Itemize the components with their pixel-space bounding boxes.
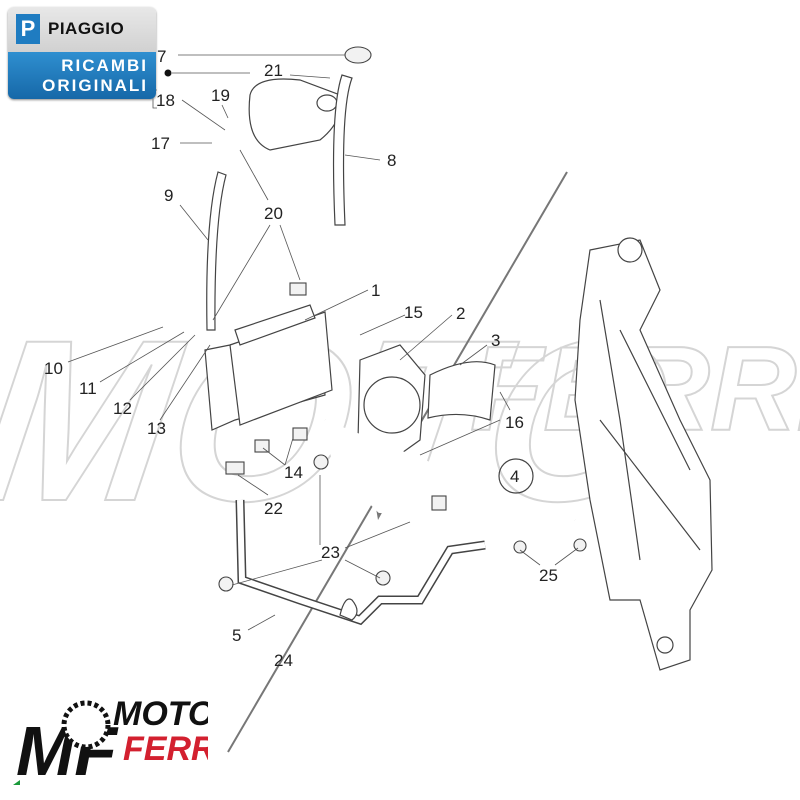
- item-4-ring: [498, 458, 534, 494]
- expansion-tank: [206, 46, 372, 331]
- callout-16: 16: [505, 413, 524, 432]
- callout-7: 7: [157, 47, 166, 66]
- leader-lines: [67, 54, 579, 631]
- piaggio-ricambi-originali-logo: P PIAGGIO RICAMBI ORIGINALI: [8, 7, 156, 99]
- callout-14: 14: [284, 463, 303, 482]
- moto-ferri-logo: MF MOTO FERRI: [13, 695, 208, 785]
- ricambi-text: RICAMBI: [61, 56, 148, 75]
- callout-5: 5: [232, 626, 241, 645]
- callout-25: 25: [539, 566, 558, 585]
- callout-10: 10: [44, 359, 63, 378]
- coolant-hoses: [218, 419, 587, 626]
- callout-17: 17: [151, 134, 170, 153]
- svg-text:MOTO: MOTO: [113, 695, 208, 733]
- callout-15: 15: [404, 303, 423, 322]
- callout-21: 21: [264, 61, 283, 80]
- callout-8: 8: [387, 151, 396, 170]
- callout-20: 20: [264, 204, 283, 223]
- callout-2: 2: [456, 304, 465, 323]
- callout-23: 23: [321, 543, 340, 562]
- callout-19: 19: [211, 86, 230, 105]
- callout-13: 13: [147, 419, 166, 438]
- callout-4: 4: [510, 467, 519, 486]
- scooter-frame: [574, 237, 713, 671]
- radiator: [204, 282, 333, 453]
- callout-11: 11: [79, 379, 97, 398]
- callout-labels: 7 21 18 19 17 8 9 20 1 15 2 3 10 11 12 1…: [44, 47, 558, 670]
- callout-3: 3: [491, 331, 500, 350]
- callout-18: 18: [156, 91, 175, 110]
- callout-22: 22: [264, 499, 283, 518]
- callout-24: 24: [274, 651, 293, 670]
- callout-9: 9: [164, 186, 173, 205]
- callout-1: 1: [371, 281, 380, 300]
- callout-12: 12: [113, 399, 132, 418]
- originali-text: ORIGINALI: [42, 76, 148, 95]
- fan-shroud: [357, 344, 496, 466]
- speedometer-icon: [61, 700, 111, 750]
- piaggio-brand: PIAGGIO: [48, 19, 125, 38]
- svg-text:MOTO: MOTO: [0, 292, 685, 549]
- piaggio-p-icon: P: [16, 14, 40, 44]
- svg-text:FERRI: FERRI: [123, 730, 208, 768]
